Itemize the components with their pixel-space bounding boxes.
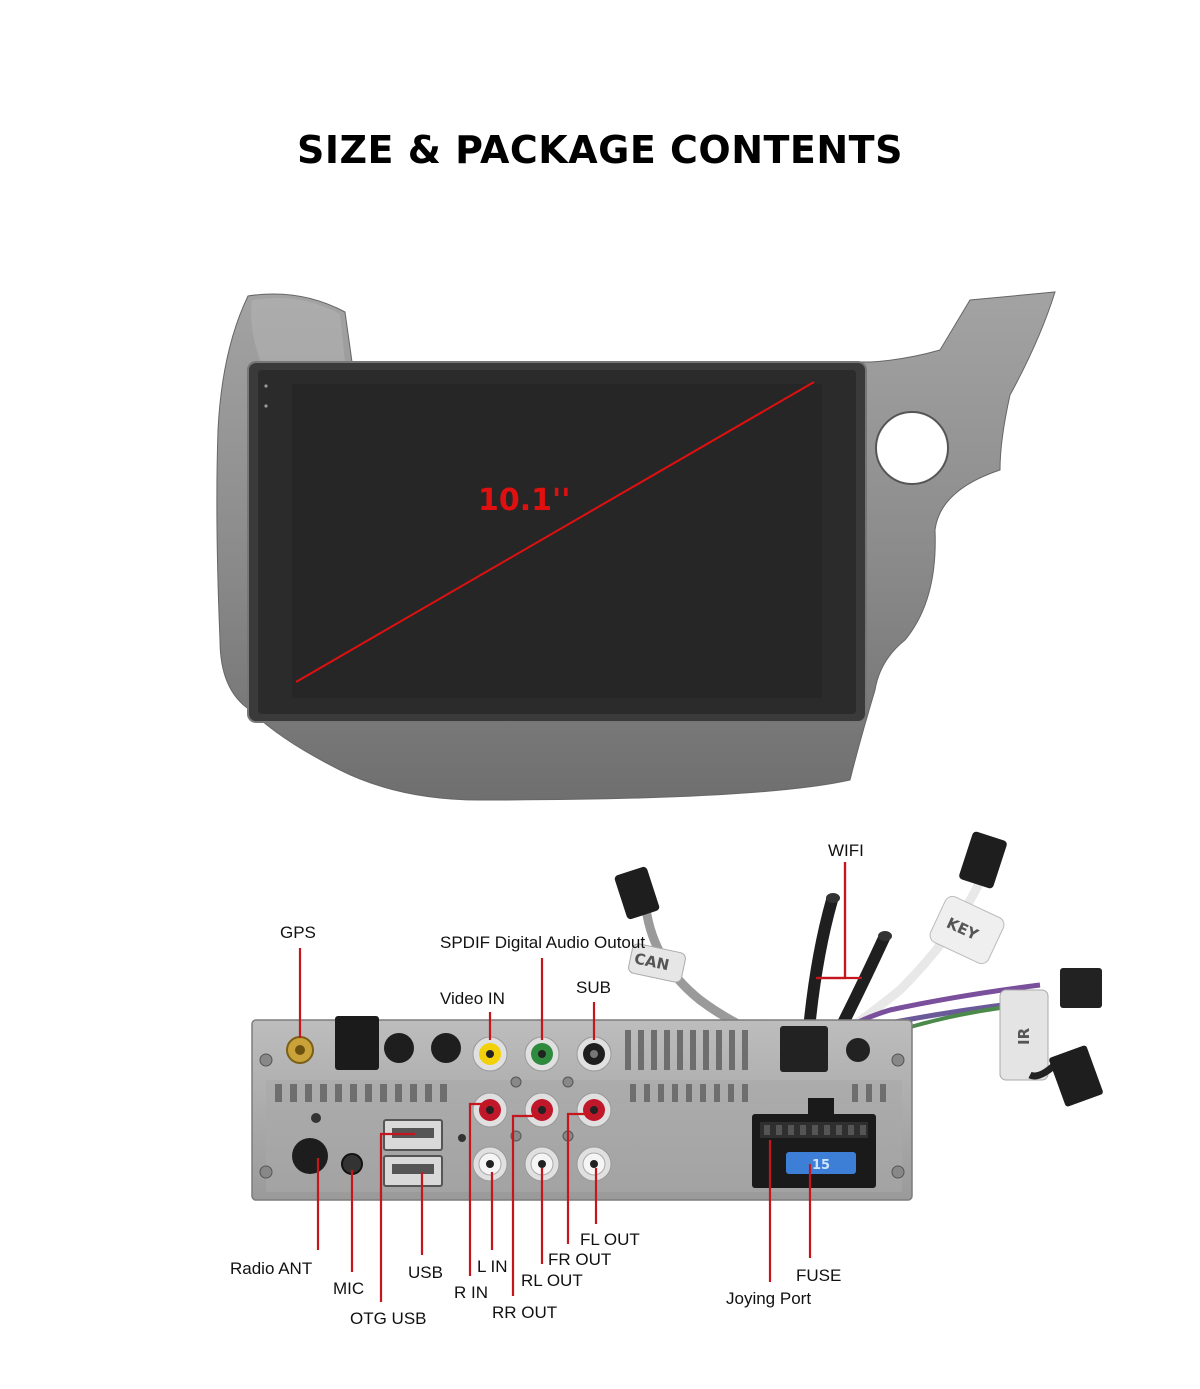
ir-sleeve [999,989,1049,1081]
can-connector [614,866,660,920]
screen-display-area [292,384,822,698]
screen-size-label: 10.1'' [478,483,570,518]
mic-led [311,1113,321,1123]
screw [259,1053,273,1067]
wifi-port-block [780,1026,828,1072]
ir-tag: IR [1015,1027,1033,1045]
label-r-in: R IN [454,1283,488,1302]
knob-hole [875,411,949,485]
fuse [786,1152,856,1174]
rr-out-callout-line [511,1114,540,1296]
callout-labels: WIFI GPS SPDIF Digital Audio Outout SUB … [230,841,864,1328]
blank-port [384,1033,414,1063]
label-joying-port: Joying Port [726,1289,811,1308]
power-module [335,1016,379,1070]
vent-slots [275,1030,886,1102]
r-in-callout-line [468,1102,490,1276]
ir-connector-top [1060,968,1102,1008]
diagonal-line [295,381,815,683]
blank-port [431,1033,461,1063]
label-gps: GPS [280,923,316,942]
ir-connector-bottom [1049,1045,1103,1107]
label-usb: USB [408,1263,443,1282]
label-fr-out: FR OUT [548,1250,611,1269]
rear-panel: 15 [251,1016,913,1201]
head-unit: 10.1'' [216,291,1056,801]
label-rr-out: RR OUT [492,1303,557,1322]
otg-usb-callout-line [379,1132,415,1302]
label-sub: SUB [576,978,611,997]
label-wifi: WIFI [828,841,864,860]
key-sleeve [929,895,1005,965]
wifi-antenna-tip-2 [878,931,892,941]
key-connector [959,831,1007,889]
fr-out-callout-line [566,1112,592,1244]
page-title: SIZE & PACKAGE CONTENTS [297,128,903,172]
panel-hole [458,1134,466,1142]
label-fl-out: FL OUT [580,1230,640,1249]
can-sleeve [628,943,686,983]
label-spdif: SPDIF Digital Audio Outout [440,933,645,952]
mic-dot [264,384,268,388]
label-otg-usb: OTG USB [350,1309,427,1328]
light-sensor-dot [264,404,268,408]
screw [259,1165,273,1179]
screw [891,1165,905,1179]
label-mic: MIC [333,1279,364,1298]
screw [891,1053,905,1067]
label-l-in: L IN [477,1257,508,1276]
label-radio-ant: Radio ANT [230,1259,312,1278]
label-rl-out: RL OUT [521,1271,583,1290]
bezel-left-ear [251,297,345,365]
label-video-in: Video IN [440,989,505,1008]
wifi-antenna-tip-1 [826,893,840,903]
radio-antenna-port [292,1138,328,1174]
callout-lines [298,862,862,1302]
label-fuse: FUSE [796,1266,841,1285]
ground-port [846,1038,870,1062]
fuse-value: 15 [812,1158,830,1173]
